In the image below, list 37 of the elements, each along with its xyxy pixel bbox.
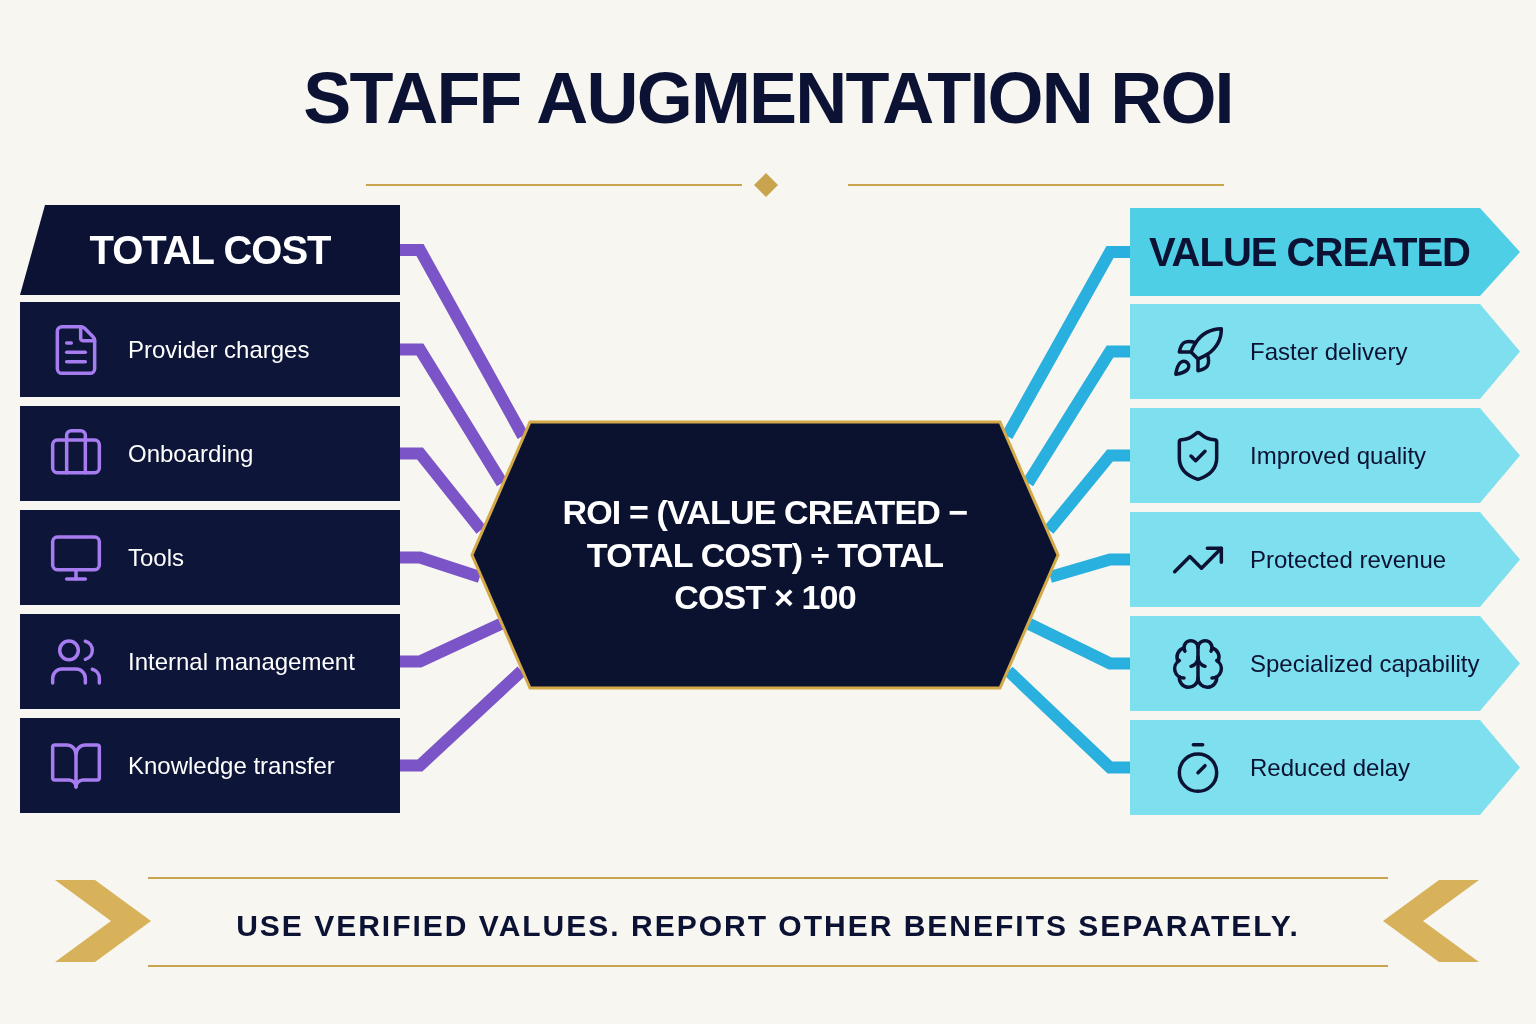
connector-band [1026, 618, 1130, 670]
section-header [1130, 208, 1520, 296]
connector-band [1044, 449, 1130, 534]
title: STAFF AUGMENTATION ROI [302, 62, 1234, 134]
connector-band [1004, 666, 1130, 774]
row-label: Onboarding [128, 438, 254, 469]
connector-band [400, 551, 482, 583]
footer-note: USE VERIFIED VALUES. REPORT OTHER BENEFITS SEPARATELY. [235, 908, 1301, 944]
row-label: Reduced delay [1250, 752, 1411, 783]
value-row [1130, 304, 1520, 399]
row-label: Tools [128, 542, 185, 573]
row-label: Internal management [128, 646, 355, 677]
connector-band [400, 447, 486, 534]
connector-band [1001, 246, 1130, 439]
row-label: Specialized capability [1250, 648, 1480, 679]
value-row [1130, 720, 1520, 815]
connector-band [1048, 553, 1130, 583]
cost-row [20, 302, 400, 397]
value-row [1130, 616, 1520, 711]
row-label: Protected revenue [1250, 544, 1447, 575]
cost-row [20, 718, 400, 813]
row-label: Knowledge transfer [128, 750, 335, 781]
formula-hexagon [470, 420, 1060, 690]
row-label: Faster delivery [1250, 336, 1408, 367]
header-text: TOTAL COST [89, 227, 331, 274]
row-label: Provider charges [128, 334, 310, 365]
header-text: VALUE CREATED [1148, 229, 1470, 276]
cost-row [20, 614, 400, 709]
cost-row [20, 510, 400, 605]
value-row [1130, 512, 1520, 607]
cost-row [20, 406, 400, 501]
section-header [20, 205, 400, 295]
connector-band [400, 618, 504, 668]
formula-text: ROI = (VALUE CREATED − TOTAL COST) ÷ TOTAL COST × 100 [561, 492, 969, 619]
connector-band [400, 666, 526, 772]
value-row [1130, 408, 1520, 503]
row-label: Improved quality [1250, 440, 1427, 471]
